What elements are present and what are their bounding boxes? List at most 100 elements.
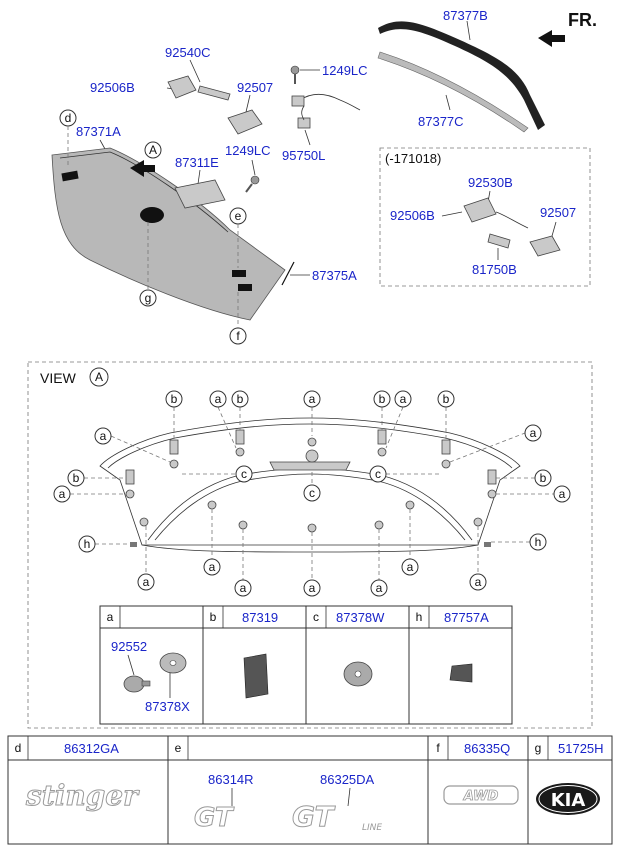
view-letter-marker xyxy=(89,367,109,387)
callout-a-13: a xyxy=(407,560,414,574)
emblem-letter-f: f xyxy=(436,741,440,755)
part-number-81750B: 81750B xyxy=(472,262,517,277)
variant-box xyxy=(379,147,591,287)
kia-logo xyxy=(536,783,600,815)
part-number-92540C: 92540C xyxy=(165,45,211,60)
front-direction-label: FR. xyxy=(568,10,597,30)
washer-87378W-part xyxy=(343,661,373,687)
callout-a-1: a xyxy=(215,392,222,406)
variant-code: (-171018) xyxy=(385,151,441,166)
emblem-letter-g: g xyxy=(535,741,542,755)
callout-a-10: a xyxy=(240,581,247,595)
legend-letter-b: b xyxy=(210,610,217,624)
sub-lamp-socket-part xyxy=(463,197,529,229)
callout-a-2: a xyxy=(309,392,316,406)
callout-c-2: c xyxy=(375,467,381,481)
part-number-92530B: 92530B xyxy=(468,175,513,190)
callout-a-12: a xyxy=(376,581,383,595)
emblem-gt: GT xyxy=(194,803,235,833)
callout-h-1: h xyxy=(84,537,91,551)
part-number-92506B-sub: 92506B xyxy=(390,208,435,223)
part-number-1249LC-top: 1249LC xyxy=(322,63,368,78)
sub-pad-part xyxy=(487,233,511,249)
part-number-92507: 92507 xyxy=(237,80,273,95)
callout-c-1: c xyxy=(241,467,247,481)
view-a-arrow-icon xyxy=(130,160,155,177)
callout-a-8: a xyxy=(143,575,150,589)
legend-part-a-92552: 92552 xyxy=(111,639,147,654)
callout-e-letter: e xyxy=(235,209,242,223)
kia-logo-text: KIA xyxy=(551,790,586,811)
callout-d-letter: d xyxy=(65,111,72,125)
emblem-part-e-1: 86314R xyxy=(208,772,254,787)
legend-letter-a: a xyxy=(107,610,114,624)
callout-c-3: c xyxy=(309,486,315,500)
emblem-part-d: 86312GA xyxy=(64,741,119,756)
legend-part-b: 87319 xyxy=(242,610,278,625)
part-number-1249LC-mid: 1249LC xyxy=(225,143,271,158)
view-a-marker-letter: A xyxy=(149,143,157,157)
screw-top-part xyxy=(290,65,300,84)
part-number-87311E: 87311E xyxy=(175,155,219,170)
emblem-part-f: 86335Q xyxy=(464,741,510,756)
legend-part-h: 87757A xyxy=(444,610,489,625)
weatherstrip-lower xyxy=(377,51,529,133)
wiring-harness-part xyxy=(291,93,361,129)
part-number-87375A: 87375A xyxy=(312,268,357,283)
part-number-95750L: 95750L xyxy=(282,148,325,163)
legend-part-c: 87378W xyxy=(336,610,385,625)
emblem-letter-d: d xyxy=(15,741,22,755)
part-number-92507-sub: 92507 xyxy=(540,205,576,220)
emblem-part-g: 51725H xyxy=(558,741,604,756)
screw-mid-part xyxy=(245,175,260,193)
part-number-92506B: 92506B xyxy=(90,80,135,95)
emblem-table xyxy=(7,735,613,845)
emblem-gt-line-small: LINE xyxy=(362,823,382,833)
part-number-87377B: 87377B xyxy=(443,8,488,23)
bracket-part xyxy=(174,179,226,209)
view-a-callouts: b a b a b a b a a c c c b b a a h h xyxy=(53,390,571,597)
callout-b-1: b xyxy=(171,392,178,406)
emblem-gt-line: GT xyxy=(292,800,335,833)
view-a-marker xyxy=(144,141,162,159)
view-a-fasteners xyxy=(125,429,497,547)
callout-a-7: a xyxy=(559,487,566,501)
pad-87319-part xyxy=(243,653,269,699)
legend-table xyxy=(99,605,513,725)
callout-g xyxy=(139,289,157,307)
callout-f-letter: f xyxy=(236,329,240,343)
pad-87757A-part xyxy=(449,663,473,683)
callout-a-6: a xyxy=(59,487,66,501)
emblem-stinger: stinger xyxy=(25,779,140,812)
legend-letter-c: c xyxy=(313,610,319,624)
callout-g-letter: g xyxy=(145,291,152,305)
callout-a-3: a xyxy=(400,392,407,406)
view-label: VIEW xyxy=(40,370,77,386)
callout-b-5: b xyxy=(73,471,80,485)
callout-h-2: h xyxy=(535,535,542,549)
weatherstrip-upper xyxy=(378,21,545,130)
part-number-87377C: 87377C xyxy=(418,114,464,129)
callout-a-5: a xyxy=(530,426,537,440)
emblem-awd-plate xyxy=(443,785,519,805)
tailgate-garnish-part xyxy=(51,147,286,321)
front-direction-arrow-icon xyxy=(538,30,565,47)
callout-b-4: b xyxy=(443,392,450,406)
washer-87378X-part xyxy=(159,652,187,674)
lamp-assembly-part xyxy=(227,109,263,135)
lamp-socket-part xyxy=(167,75,231,101)
view-letter: A xyxy=(95,370,103,384)
callout-a-11: a xyxy=(309,581,316,595)
emblem-part-e-2: 86325DA xyxy=(320,772,375,787)
view-a-box xyxy=(27,361,593,729)
emblem-awd: AWD xyxy=(463,789,499,804)
callout-b-3: b xyxy=(379,392,386,406)
sub-lamp-assembly-part xyxy=(529,235,561,257)
emblem-letter-e: e xyxy=(175,741,182,755)
callout-b-2: b xyxy=(237,392,244,406)
callout-a-14: a xyxy=(475,575,482,589)
legend-part-a-87378X: 87378X xyxy=(145,699,190,714)
legend-letter-h: h xyxy=(416,610,423,624)
